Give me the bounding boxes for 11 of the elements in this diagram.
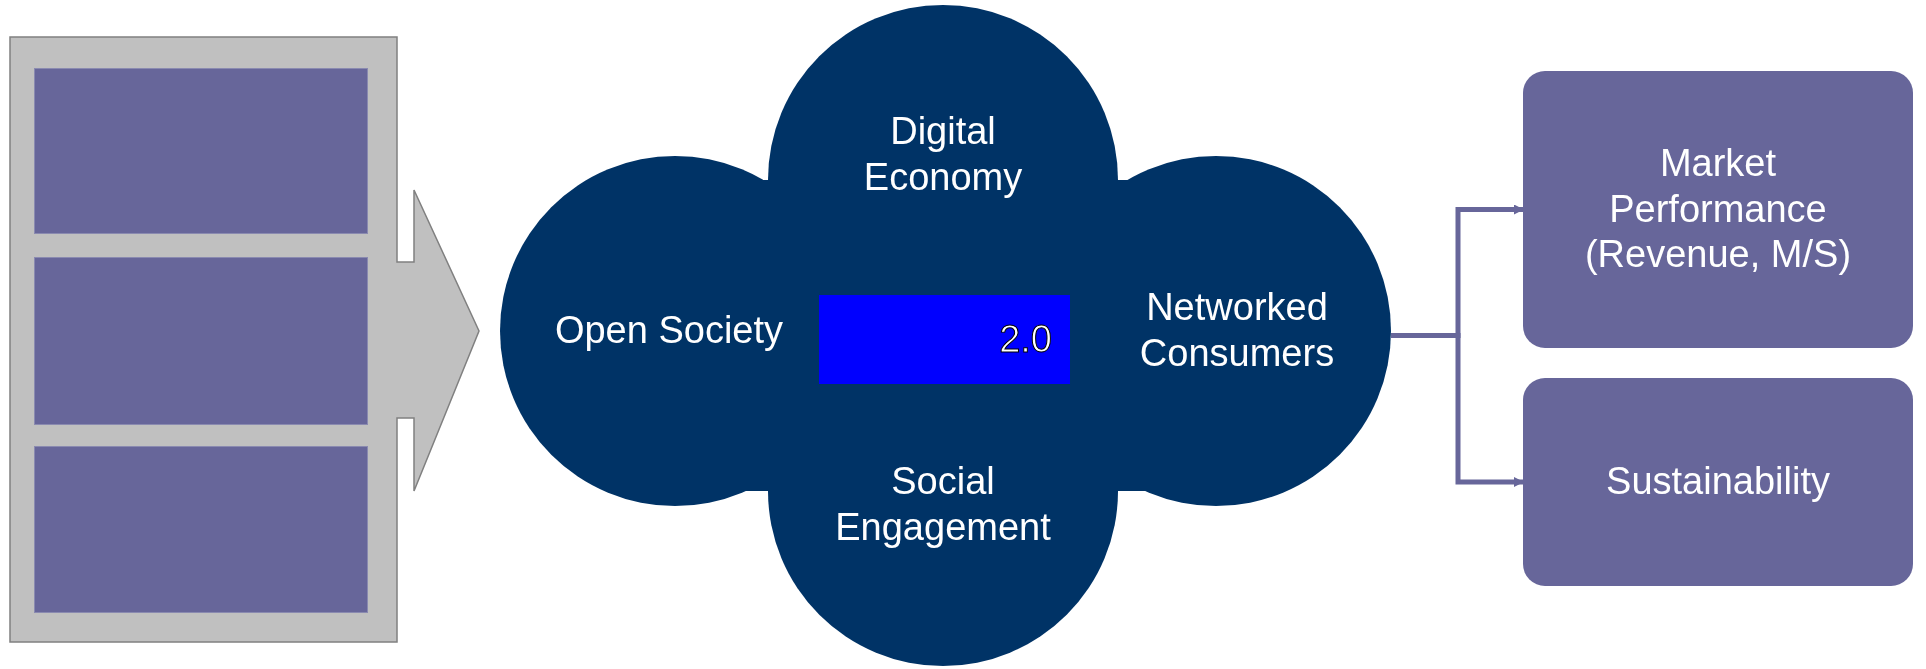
version-badge: 2.0: [819, 295, 1070, 384]
cloud-text: Networked Consumers: [1138, 285, 1336, 376]
cloud-text: Social Engagement: [834, 459, 1052, 550]
outcome-box: Sustainability: [1523, 378, 1913, 586]
cloud-text: Open Society: [553, 308, 785, 354]
connector-arrow: [1391, 333, 1524, 487]
empty-box: [34, 446, 368, 613]
cloud-text: Digital Economy: [862, 109, 1024, 200]
empty-box: [34, 257, 368, 425]
empty-box: [34, 68, 368, 234]
outcome-box: Market Performance (Revenue, M/S): [1523, 71, 1913, 348]
